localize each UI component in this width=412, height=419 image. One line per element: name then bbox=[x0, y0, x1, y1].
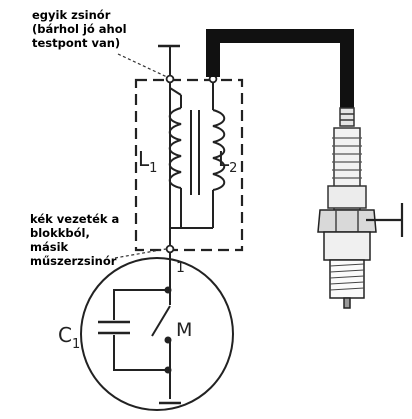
capacitor-branch-bottom bbox=[113, 335, 166, 371]
blue-wire-line-1: kék vezeték a bbox=[30, 212, 120, 226]
spark-plug-hex-body bbox=[317, 209, 377, 233]
primary-lead-to-coil-top bbox=[169, 87, 182, 96]
high-voltage-cable bbox=[206, 29, 354, 108]
spark-plug-electrode bbox=[343, 297, 351, 309]
primary-terminal bbox=[165, 244, 175, 254]
ignition-coil bbox=[134, 44, 244, 252]
breaker-contact-arm bbox=[151, 305, 171, 337]
blue-wire-line-4: műszerzsinór bbox=[30, 254, 117, 268]
junction-mid bbox=[164, 336, 172, 344]
capacitor-branch-top bbox=[113, 289, 166, 320]
label-l1: L1 bbox=[138, 147, 157, 176]
component-labels: L1 L2 1 C1 M bbox=[58, 147, 237, 352]
spark-plug-ground-icon bbox=[366, 203, 404, 237]
ground-cord-line-3: testpont van) bbox=[32, 36, 121, 50]
spark-plug-icon bbox=[317, 107, 377, 309]
breaker-junctions bbox=[164, 286, 172, 374]
leader-ground-cord bbox=[117, 53, 168, 78]
distributor-housing-circle bbox=[80, 257, 234, 411]
junction-top bbox=[164, 286, 172, 294]
spark-plug-thread-lines bbox=[329, 263, 365, 291]
label-l2: L2 bbox=[218, 147, 237, 176]
blue-wire-annotation: kék vezeték a blokkból, másik műszerzsin… bbox=[30, 212, 119, 268]
coil-l2-winding bbox=[212, 109, 226, 191]
spark-plug-insulator-base bbox=[327, 185, 367, 209]
junction-bottom bbox=[164, 366, 172, 374]
ground-cord-line-1: egyik zsinór bbox=[32, 8, 111, 22]
annotation-leaders bbox=[114, 53, 168, 259]
spark-plug-washer bbox=[323, 231, 371, 261]
blue-wire-line-3: másik bbox=[30, 240, 69, 254]
spark-plug-terminal bbox=[339, 107, 355, 127]
blue-wire-line-2: blokkból, bbox=[30, 226, 90, 240]
label-c1: C1 bbox=[58, 323, 80, 352]
coil-l1-winding bbox=[168, 107, 182, 189]
breaker-circuit bbox=[80, 252, 234, 411]
coil-housing-dashed-box bbox=[134, 78, 244, 252]
ground-cord-annotation: egyik zsinór (bárhol jó ahol testpont va… bbox=[32, 8, 127, 50]
ground-cord-line-2: (bárhol jó ahol bbox=[32, 22, 127, 36]
ground-terminal bbox=[165, 74, 175, 84]
spark-plug-ribs bbox=[332, 137, 362, 179]
label-m: M bbox=[176, 319, 192, 341]
label-terminal-1: 1 bbox=[176, 260, 185, 276]
